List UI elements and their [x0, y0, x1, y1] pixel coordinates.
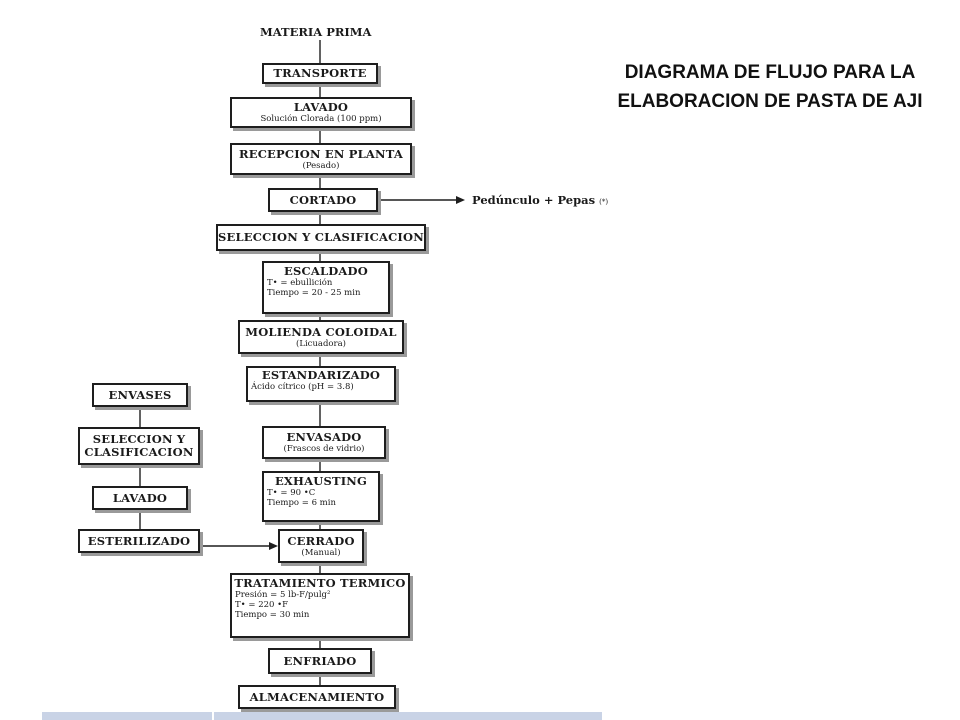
step-label: RECEPCION EN PLANTA	[238, 146, 404, 161]
side-output-label: Pedúnculo + Pepas	[472, 193, 596, 207]
step-detail: (Pesado)	[302, 160, 340, 171]
step-label: CERRADO	[287, 533, 355, 548]
step-label: SELECCION Y CLASIFICACION	[218, 230, 424, 244]
step-detail: Ácido cítrico (pH = 3.8)	[251, 382, 354, 392]
container-step-envases: ENVASES	[92, 383, 188, 407]
step-exhausting: EXHAUSTING T• = 90 •C Tiempo = 6 min	[262, 471, 380, 522]
step-tratamiento-termico: TRATAMIENTO TERMICO Presión = 5 lb-F/pul…	[230, 573, 410, 638]
step-detail: Solución Clorada (100 ppm)	[260, 114, 382, 124]
container-step-esterilizado: ESTERILIZADO	[78, 529, 200, 553]
step-detail: Presión = 5 lb-F/pulg²	[235, 590, 331, 600]
step-detail: Tiempo = 30 min	[235, 610, 310, 620]
step-enfriado: ENFRIADO	[268, 648, 372, 674]
step-label: TRATAMIENTO TERMICO	[234, 576, 406, 590]
title-line-1: DIAGRAMA DE FLUJO PARA LA	[624, 62, 916, 83]
side-output-note: (*)	[599, 198, 609, 206]
step-label: MOLIENDA COLOIDAL	[245, 324, 397, 339]
step-label: CORTADO	[289, 192, 357, 207]
step-label: ENVASADO	[286, 430, 362, 444]
container-step-seleccion-y-clasificacion: SELECCION Y CLASIFICACION	[78, 427, 200, 465]
step-molienda-coloidal: MOLIENDA COLOIDAL (Licuadora)	[238, 320, 404, 354]
step-detail: (Frascos de vidrio)	[283, 444, 365, 454]
step-label: LAVADO	[112, 490, 168, 505]
bottom-strip-divider	[212, 712, 214, 720]
step-label: ESTERILIZADO	[87, 533, 191, 548]
step-detail: Tiempo = 6 min	[267, 498, 336, 508]
step-label: SELECCION Y CLASIFICACION	[84, 432, 194, 459]
step-detail: Tiempo = 20 - 25 min	[267, 288, 361, 298]
side-output-pedunculo-pepas: Pedúnculo + Pepas (*)	[472, 193, 608, 207]
step-estandarizado: ESTANDARIZADO Ácido cítrico (pH = 3.8)	[246, 366, 396, 402]
step-label: EXHAUSTING	[274, 474, 368, 488]
container-step-lavado: LAVADO	[92, 486, 188, 510]
step-label: ESTANDARIZADO	[261, 368, 381, 382]
step-detail: T• = 90 •C	[267, 488, 316, 498]
step-detail: T• = 220 •F	[235, 600, 289, 610]
step-cortado: CORTADO	[268, 188, 378, 212]
bottom-table-strip	[42, 712, 602, 720]
step-cerrado: CERRADO (Manual)	[278, 529, 364, 563]
step-label: ALMACENAMIENTO	[249, 689, 385, 704]
step-label: ESCALDADO	[284, 264, 368, 278]
step-label: TRANSPORTE	[273, 66, 367, 80]
step-almacenamiento: ALMACENAMIENTO	[238, 685, 396, 709]
step-detail: (Licuadora)	[296, 338, 346, 349]
step-label: LAVADO	[293, 100, 349, 114]
step-detail: (Manual)	[301, 547, 341, 558]
step-recepcion-en-planta: RECEPCION EN PLANTA (Pesado)	[230, 143, 412, 175]
step-label: ENVASES	[108, 387, 172, 402]
step-escaldado: ESCALDADO T• = ebullición Tiempo = 20 - …	[262, 261, 390, 314]
step-label: ENFRIADO	[283, 653, 357, 668]
step-detail: T• = ebullición	[267, 278, 333, 288]
step-envasado: ENVASADO (Frascos de vidrio)	[262, 426, 386, 459]
step-transporte: TRANSPORTE	[262, 63, 378, 84]
title-line-2: ELABORACION DE PASTA DE AJI	[617, 91, 923, 112]
start-materia-prima: MATERIA PRIMA	[260, 25, 372, 39]
diagram-title: DIAGRAMA DE FLUJO PARA LA ELABORACION DE…	[590, 58, 950, 116]
step-seleccion-y-clasificacion: SELECCION Y CLASIFICACION	[216, 224, 426, 251]
step-lavado: LAVADO Solución Clorada (100 ppm)	[230, 97, 412, 128]
